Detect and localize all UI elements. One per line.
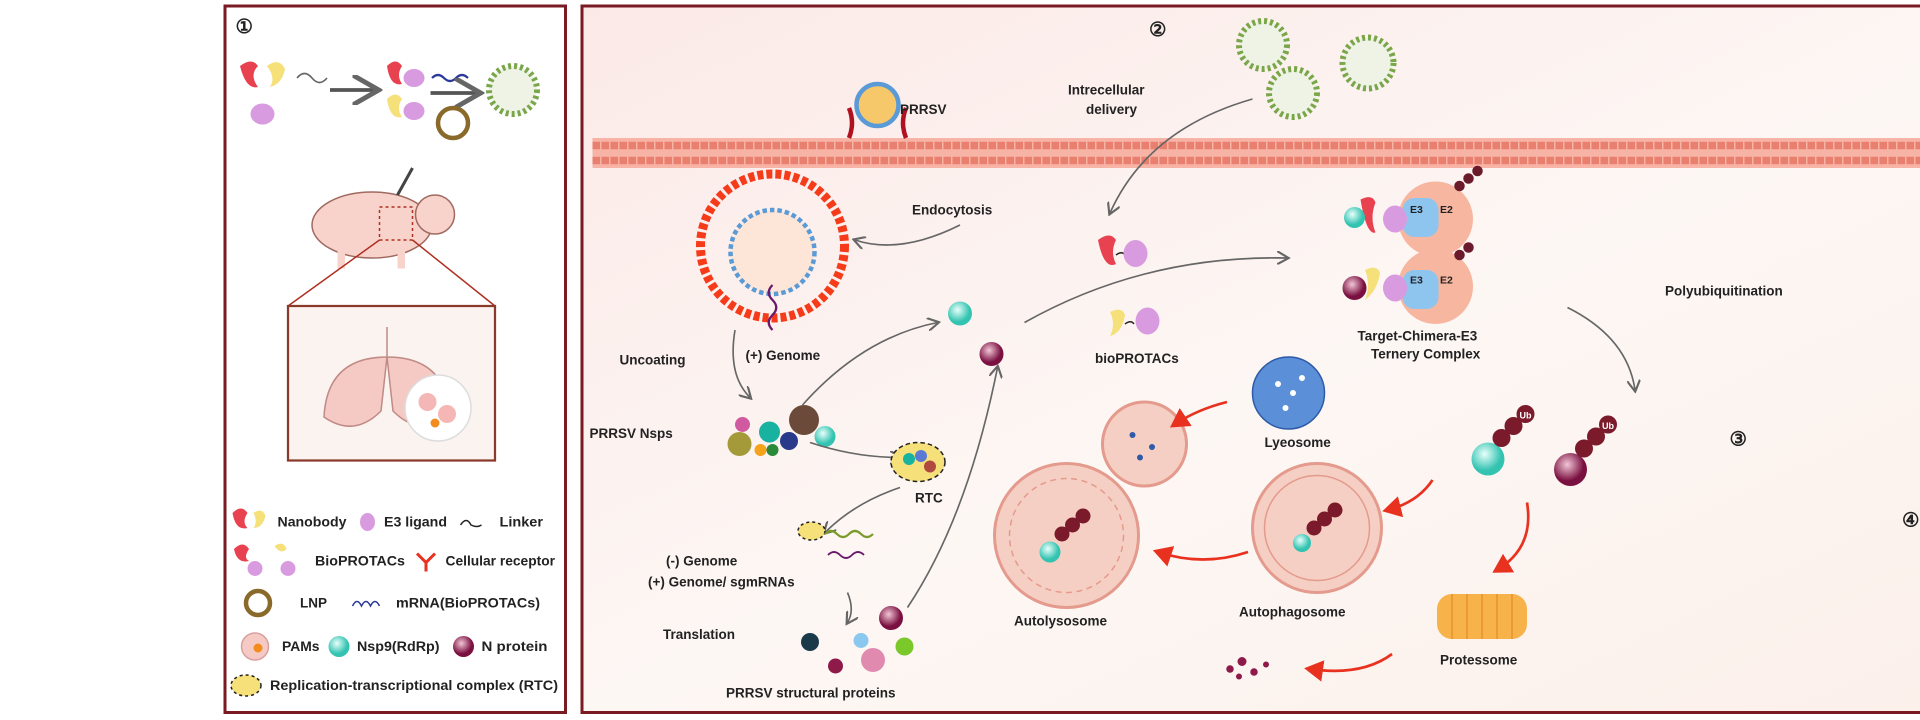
label-autolysosome: Autolysosome xyxy=(1014,614,1108,629)
label-minus-genome: (-) Genome xyxy=(666,554,738,569)
cellular-receptor-icon xyxy=(846,107,909,139)
autolysosome xyxy=(993,400,1188,609)
legend-bioprotac-yellow-icon xyxy=(274,543,287,552)
label-uncoating: Uncoating xyxy=(620,353,686,368)
label-rtc: RTC xyxy=(915,491,943,506)
syringe-icon xyxy=(396,167,414,196)
step-4-number: ④ xyxy=(1902,510,1919,532)
arrow-proteasome xyxy=(1492,502,1530,573)
legend-linker-icon xyxy=(459,519,482,528)
step-3-number: ③ xyxy=(1730,429,1747,451)
legend-e3-ligand-icon xyxy=(360,513,375,531)
legend-linker: Linker xyxy=(500,515,544,530)
step-2-number: ② xyxy=(1149,19,1166,41)
label-plus-genome: (+) Genome xyxy=(746,348,821,363)
ternary-complex: E3 E2 E3 E2 xyxy=(1342,165,1483,324)
legend-mrna-icon xyxy=(351,600,381,608)
legend-rtc: Replication-transcriptional complex (RTC… xyxy=(270,678,558,693)
arrow-delivery xyxy=(1110,98,1253,213)
legend-lnp-icon xyxy=(243,588,273,618)
label-polyubiquitination: Polyubiquitination xyxy=(1665,284,1783,299)
legend-n-protein-icon xyxy=(453,636,474,657)
arrow-degradation xyxy=(1304,652,1393,682)
nsp9-protein xyxy=(948,301,972,326)
synthesis-row xyxy=(240,61,540,141)
autophagosome xyxy=(1251,462,1383,594)
legend-nanobody-red-icon xyxy=(232,508,248,529)
step-1-number: ① xyxy=(236,16,253,38)
label-translation: Translation xyxy=(663,627,735,642)
bioprotac-molecules xyxy=(1098,235,1160,336)
proteasome-icon xyxy=(1437,594,1527,639)
legend: Nanobody E3 ligand Linker BioPROTACs Cel… xyxy=(230,508,558,697)
e3-label: E3 xyxy=(1410,204,1423,216)
lysosome-icon xyxy=(1251,356,1326,430)
cell-membrane xyxy=(592,138,1920,168)
label-prrsv: PRRSV xyxy=(900,102,947,117)
lnp-particles xyxy=(1236,18,1397,120)
label-prrsv-nsps: PRRSV Nsps xyxy=(590,426,673,441)
legend-cellular-receptor: Cellular receptor xyxy=(446,554,556,569)
e3-ligand-icon xyxy=(250,103,275,125)
legend-nsp9: Nsp9(RdRp) xyxy=(357,639,440,654)
legend-nsp9-icon xyxy=(328,636,350,657)
label-delivery-1: Intrecellular xyxy=(1068,83,1145,98)
e2-label: E2 xyxy=(1440,204,1453,216)
label-endocytosis: Endocytosis xyxy=(912,203,992,218)
label-sgmrnas: (+) Genome/ sgmRNAs xyxy=(648,575,795,590)
label-delivery-2: delivery xyxy=(1086,102,1138,117)
arrow-lysosome-fusion xyxy=(1170,400,1228,428)
lnp-icon xyxy=(435,105,471,141)
rtc-icon xyxy=(890,441,946,483)
label-ternary-1: Target-Chimera-E3 xyxy=(1358,329,1478,344)
ubiquitinated-targets: Ub Ub xyxy=(1471,405,1617,486)
legend-receptor-icon xyxy=(415,552,437,572)
panel-1: ① xyxy=(223,4,567,714)
pig-illustration xyxy=(311,167,456,269)
structural-proteins xyxy=(801,606,914,674)
legend-nanobody: Nanobody xyxy=(278,515,348,530)
prrsv-virion-icon xyxy=(854,81,901,129)
legend-bioprotac-red-icon xyxy=(234,544,249,562)
label-structural-proteins: PRRSV structural proteins xyxy=(726,686,896,701)
panel-2: ② ③ ④ PRRSV Intrecellular delivery Endoc… xyxy=(580,4,1920,714)
legend-e3-ligand: E3 ligand xyxy=(384,515,447,530)
ub-label: Ub xyxy=(1520,411,1532,421)
linker-icon xyxy=(296,72,328,84)
legend-pams: PAMs xyxy=(282,639,320,654)
nsp-proteins xyxy=(727,405,836,456)
endosome xyxy=(696,169,849,331)
label-lysosome: Lyeosome xyxy=(1265,435,1332,450)
lung-inset xyxy=(286,239,497,462)
legend-nanobody-yellow-icon xyxy=(253,510,266,528)
label-bioprotacs: bioPROTACs xyxy=(1095,351,1179,366)
lnp-loaded-icon xyxy=(486,63,540,117)
arrow-autophagy xyxy=(1382,479,1434,518)
legend-rtc-icon xyxy=(230,674,262,697)
label-autophagosome: Autophagosome xyxy=(1239,605,1346,620)
label-proteasome: Protessome xyxy=(1440,653,1518,668)
legend-lnp: LNP xyxy=(300,596,327,611)
n-protein xyxy=(979,342,1004,366)
nanobody-icon xyxy=(240,61,258,88)
degraded-peptides xyxy=(1226,657,1269,680)
mrna-icon xyxy=(431,73,469,83)
arrow-autolysosome xyxy=(1152,546,1249,567)
nanobody-icon xyxy=(267,62,285,87)
legend-mrna: mRNA(BioPROTACs) xyxy=(396,596,540,611)
ub-label: Ub xyxy=(1602,421,1614,431)
e3-label: E3 xyxy=(1410,275,1423,287)
label-ternary-2: Ternery Complex xyxy=(1371,347,1481,362)
e2-label: E2 xyxy=(1440,275,1453,287)
legend-bioprotacs: BioPROTACs xyxy=(315,554,405,569)
legend-n-protein: N protein xyxy=(482,639,548,654)
